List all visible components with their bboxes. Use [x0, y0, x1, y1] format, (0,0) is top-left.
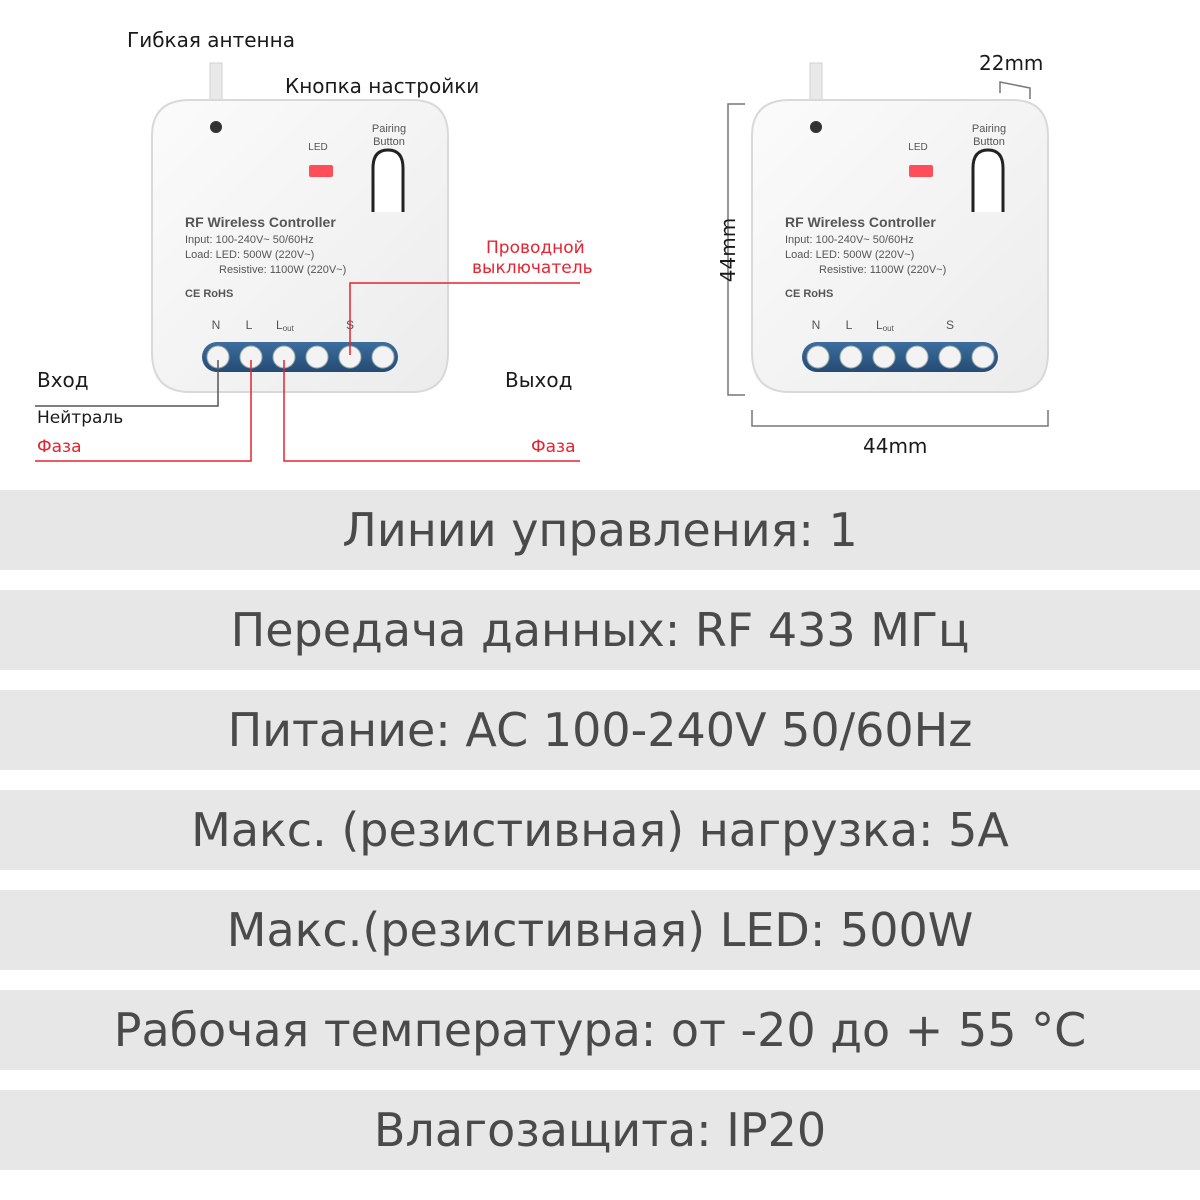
device-spec-line1: Input: 100-240V~ 50/60Hz: [185, 234, 314, 246]
wiring-diagram: LED Pairing Button RF Wireless Controlle…: [0, 0, 1200, 490]
device-right: LED Pairing Button RF Wireless Controlle…: [751, 62, 1049, 393]
led-indicator: [909, 165, 933, 177]
spec-data-transmission: Передача данных: RF 433 МГц: [0, 590, 1200, 670]
spec-operating-temperature: Рабочая температура: от -20 до + 55 °C: [0, 990, 1200, 1070]
device-title: RF Wireless Controller: [785, 214, 936, 230]
switch-label-1: Проводной: [486, 238, 585, 258]
terminal-n-label: N: [212, 318, 221, 332]
device-spec-line3: Resistive: 1100W (220V~): [219, 264, 346, 276]
pairing-label-2: Button: [973, 136, 1005, 148]
pairing-label-1: Pairing: [972, 123, 1006, 135]
device-marks: CE RoHS: [785, 288, 833, 300]
depth-dimension-line: [999, 81, 1031, 99]
terminal-n-label: N: [812, 318, 821, 332]
width-dimension: 44mm: [863, 434, 928, 458]
phase-in-wire: [35, 360, 252, 462]
device-title: RF Wireless Controller: [185, 214, 336, 230]
terminal-screw: [938, 345, 962, 369]
led-label: LED: [908, 142, 927, 153]
depth-dimension: 22mm: [979, 51, 1044, 75]
phase-in-label: Фаза: [37, 437, 82, 457]
terminal-screw: [905, 345, 929, 369]
width-dimension-line: [751, 410, 1049, 427]
pairing-label-2: Button: [373, 136, 405, 148]
pairing-button: [371, 148, 405, 212]
terminal-screw: [371, 345, 395, 369]
spec-ingress-protection: Влагозащита: IP20: [0, 1090, 1200, 1170]
led-label: LED: [308, 142, 327, 153]
phase-out-wire: [283, 360, 580, 462]
pairing-label-1: Pairing: [372, 123, 406, 135]
terminal-block: [802, 342, 998, 372]
spec-power: Питание: AC 100-240V 50/60Hz: [0, 690, 1200, 770]
terminal-screw: [806, 345, 830, 369]
switch-wire: [349, 282, 580, 355]
terminal-l-label: L: [846, 318, 853, 332]
antenna-hole: [210, 121, 222, 133]
antenna-label: Гибкая антенна: [127, 28, 295, 52]
neutral-wire: [35, 360, 219, 407]
terminal-lout-label: Lout: [276, 318, 295, 333]
terminal-screw: [971, 345, 995, 369]
terminal-screw: [872, 345, 896, 369]
terminal-s-label: S: [946, 318, 954, 332]
device-spec-line2: Load: LED: 500W (220V~): [185, 249, 314, 261]
terminal-screw: [305, 345, 329, 369]
device-spec-line2: Load: LED: 500W (220V~): [785, 249, 914, 261]
led-indicator: [309, 165, 333, 177]
terminal-l-label: L: [246, 318, 253, 332]
diagram-svg: LED Pairing Button RF Wireless Controlle…: [35, 62, 1049, 462]
antenna-hole: [810, 121, 822, 133]
input-label: Вход: [37, 368, 89, 392]
switch-label-2: выключатель: [472, 258, 593, 278]
button-label: Кнопка настройки: [285, 74, 480, 98]
device-spec-line1: Input: 100-240V~ 50/60Hz: [785, 234, 914, 246]
terminal-screw: [839, 345, 863, 369]
terminal-block: [202, 342, 398, 372]
output-label: Выход: [505, 368, 573, 392]
height-dimension: 44mm: [716, 218, 740, 282]
terminal-lout-label: Lout: [876, 318, 895, 333]
device-left: LED Pairing Button RF Wireless Controlle…: [151, 62, 449, 393]
height-dimension-line: [727, 103, 745, 396]
phase-out-label: Фаза: [531, 437, 576, 457]
pairing-button: [971, 148, 1005, 212]
neutral-label: Нейтраль: [37, 408, 124, 428]
spec-control-lines: Линии управления: 1: [0, 490, 1200, 570]
device-marks: CE RoHS: [185, 288, 233, 300]
spec-max-led-load: Макс.(резистивная) LED: 500W: [0, 890, 1200, 970]
device-spec-line3: Resistive: 1100W (220V~): [819, 264, 946, 276]
spec-max-resistive-load: Макс. (резистивная) нагрузка: 5А: [0, 790, 1200, 870]
